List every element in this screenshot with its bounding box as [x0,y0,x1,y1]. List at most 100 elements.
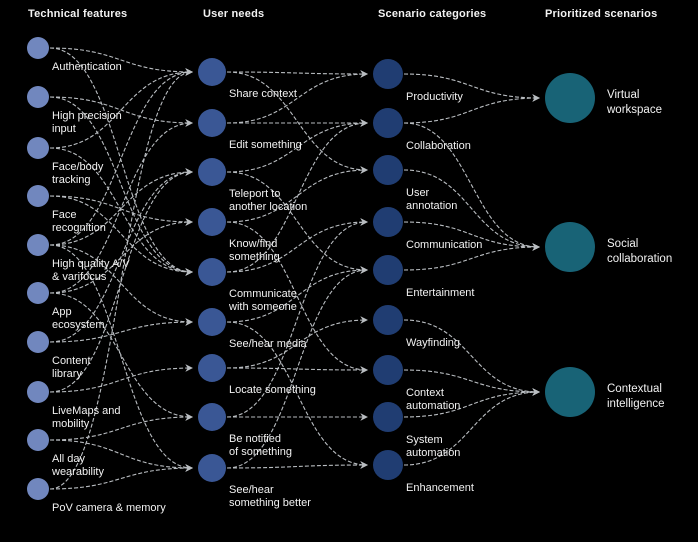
edge-collaboration-to-virtual-workspace [403,94,540,124]
edge-communicate-with-someone-to-communication [226,218,368,273]
node-label: High quality A/V& varifocus [52,258,130,283]
node-circle [198,208,226,236]
edge-be-notified-of-something-to-communication [226,218,368,418]
node-circle [27,282,49,304]
edge-locate-something-to-context-automation [226,366,368,374]
column-header-user-needs: User needs [203,8,265,20]
column-header-scenario-categories: Scenario categories [378,8,487,20]
node-collaboration: Collaboration [373,108,471,152]
edge-app-ecosystem-to-be-notified-of-something [49,292,193,421]
node-circle [27,86,49,108]
edge-see-hear-something-better-to-enhancement [226,461,368,469]
node-productivity: Productivity [373,59,463,103]
node-high-quality-a-v-varifocus: High quality A/V& varifocus [27,234,130,283]
node-circle [545,222,595,272]
edge-layer [49,47,540,490]
node-circle [545,73,595,123]
edge-all-day-wearability-to-see-hear-something-better [49,439,193,472]
node-circle [198,58,226,86]
node-label: Communication [406,239,482,251]
node-locate-something: Locate something [198,354,316,396]
node-entertainment: Entertainment [373,255,474,299]
edge-share-context-to-productivity [226,70,368,78]
edge-app-ecosystem-to-edit-something [49,119,193,294]
node-circle [27,234,49,256]
node-label: Authentication [52,61,122,73]
node-wayfinding: Wayfinding [373,305,460,349]
edge-high-quality-a-v-varifocus-to-teleport-to-another-location [49,168,193,246]
node-label: Edit something [229,139,302,151]
edge-livemaps-and-mobility-to-teleport-to-another-location [49,168,193,393]
node-circle [373,155,403,185]
column-header-prioritized-scenarios: Prioritized scenarios [545,8,658,20]
edge-locate-something-to-wayfinding [226,316,368,369]
edge-wayfinding-to-contextual-intelligence [403,319,540,396]
node-authentication: Authentication [27,37,122,73]
edge-productivity-to-virtual-workspace [403,73,540,102]
node-circle [373,255,403,285]
node-circle [198,158,226,186]
edge-communication-to-social-collaboration [403,221,540,251]
edge-all-day-wearability-to-be-notified-of-something [49,413,193,441]
node-circle [545,367,595,417]
edge-high-precision-input-to-communicate-with-someone [49,96,193,276]
node-see-hear-media: See/hear media [198,308,308,350]
node-label: See/hear media [229,338,308,350]
edge-content-library-to-teleport-to-another-location [49,168,193,343]
node-circle [27,331,49,353]
node-circle [373,305,403,335]
edge-pov-camera-memory-to-see-hear-something-better [49,464,193,490]
edge-content-library-to-see-hear-media [49,318,193,343]
node-communication: Communication [373,207,482,251]
node-circle [27,478,49,500]
edge-authentication-to-communicate-with-someone [49,47,193,276]
edge-know-find-something-to-context-automation [226,221,368,374]
edge-high-precision-input-to-edit-something [49,96,193,127]
node-circle [198,403,226,431]
node-circle [27,381,49,403]
edge-see-hear-media-to-enhancement [226,321,368,469]
edge-authentication-to-share-context [49,47,193,76]
node-circle [27,37,49,59]
node-circle [27,137,49,159]
node-circle [373,207,403,237]
node-circle [198,354,226,382]
edge-high-quality-a-v-varifocus-to-see-hear-media [49,244,193,326]
node-label: Collaboration [406,140,471,152]
node-circle [373,108,403,138]
edge-face-body-tracking-to-communicate-with-someone [49,147,193,276]
edge-livemaps-and-mobility-to-locate-something [49,364,193,393]
node-label: Wayfinding [406,337,460,349]
node-label: Enhancement [406,482,474,494]
node-label: Productivity [406,91,463,103]
node-label: Locate something [229,384,316,396]
edge-collaboration-to-social-collaboration [403,122,540,251]
